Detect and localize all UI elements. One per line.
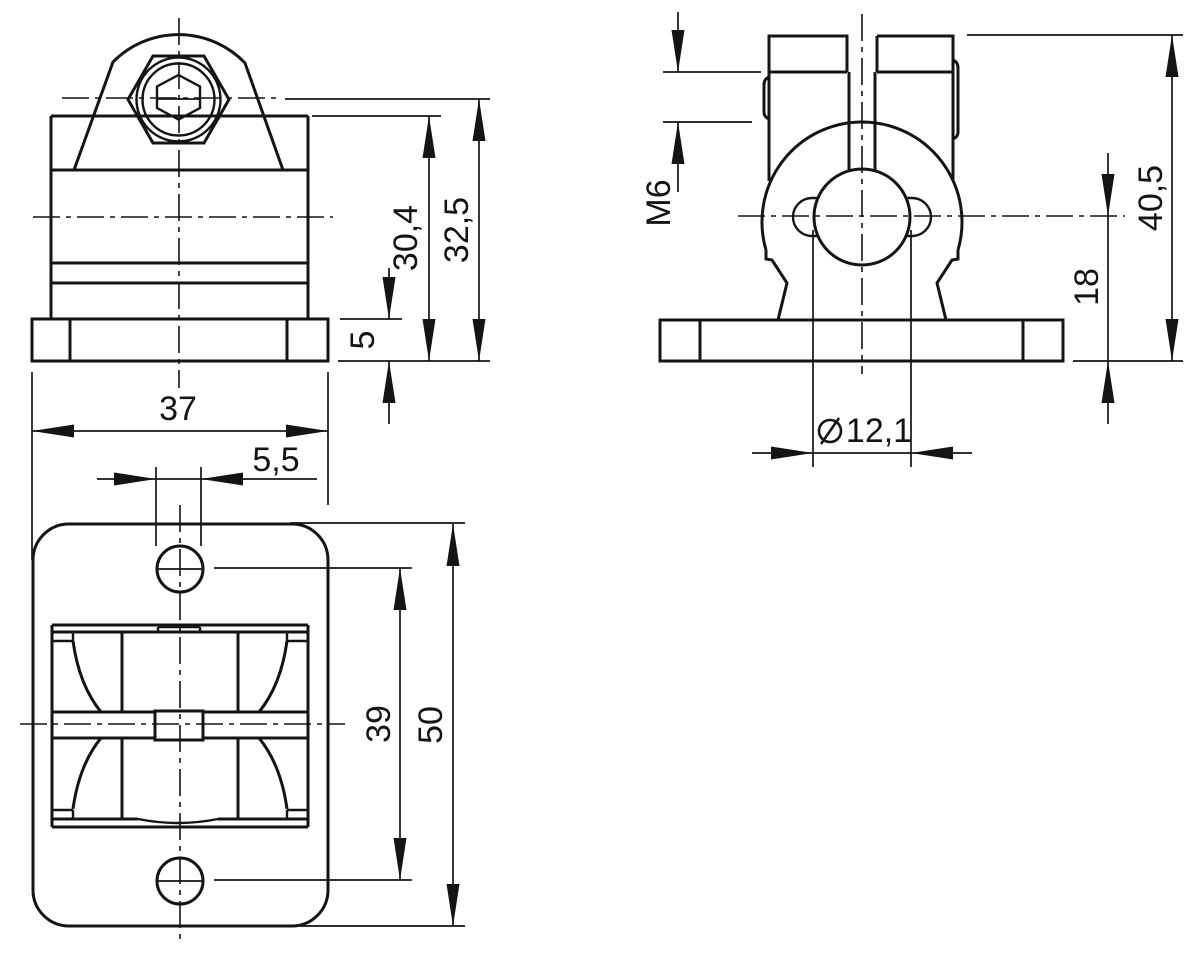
arrowhead-down: [446, 884, 460, 926]
diameter-symbol-slash: [819, 417, 841, 445]
front-base-outline: [30, 317, 330, 363]
dim-text-30-4: 30,4: [387, 205, 425, 271]
front-dome-outline: [72, 33, 285, 171]
dim-side-bore-center-height: 18: [1068, 153, 1115, 424]
bolt-head-outer-circle: [135, 56, 222, 143]
top-block-details: [52, 625, 308, 825]
side-legs: [764, 250, 960, 321]
arrowhead-left: [201, 472, 243, 486]
side-base-outline: [658, 318, 1065, 363]
extension-lines: [31, 372, 329, 560]
side-view: [658, 14, 1125, 374]
hex-nut-outline: [126, 54, 231, 145]
dim-front-inner-height: 30,4: [312, 115, 441, 361]
diameter-symbol: [817, 417, 843, 445]
dim-text-37: 37: [159, 390, 197, 428]
arrowhead-up: [472, 99, 486, 141]
dim-front-base-thickness: 5: [340, 268, 402, 424]
arrowhead-down: [422, 319, 436, 361]
dim-front-total-height: 32,5: [285, 98, 490, 362]
arrowhead-down: [671, 30, 685, 72]
arrowhead-up: [1101, 361, 1115, 403]
arrowhead-right: [286, 424, 328, 438]
top-center-screw-square: [153, 709, 205, 742]
extension-lines: [214, 567, 412, 881]
arrowhead-up: [422, 116, 436, 158]
top-mid-structure: [52, 632, 308, 819]
hole-crosshairs: [156, 568, 204, 882]
extension-lines: [663, 71, 761, 123]
arrowhead-up: [671, 122, 685, 164]
arrowhead-up: [1165, 35, 1179, 77]
dim-text-50: 50: [412, 706, 450, 744]
arrowhead-right: [114, 472, 156, 486]
side-boss-arc: [760, 120, 964, 251]
hex-socket-outline: [155, 73, 202, 121]
dim-top-hole-spacing: 39: [214, 567, 412, 881]
dim-top-slot-width: 5,5: [97, 441, 317, 546]
arrowhead-down: [1101, 174, 1115, 216]
front-view: [30, 18, 333, 388]
arrowhead-left: [32, 424, 74, 438]
arrowhead-up: [382, 361, 396, 403]
dim-front-width: 37: [31, 372, 329, 560]
top-saddle-arcs: [71, 640, 289, 810]
dim-text-40-5: 40,5: [1132, 165, 1170, 231]
arrowhead-down: [1165, 319, 1179, 361]
side-jaw-tabs: [762, 58, 960, 141]
arrowhead-down: [472, 319, 486, 361]
dim-text-39: 39: [360, 705, 398, 743]
dim-text-5: 5: [344, 331, 382, 350]
arrowhead-up: [446, 524, 460, 566]
top-clamp-block: [50, 623, 310, 829]
dim-side-total-height: 40,5: [967, 34, 1183, 362]
diameter-symbol-circle: [817, 418, 843, 444]
top-view: [20, 505, 345, 945]
extension-lines: [812, 230, 912, 467]
arrowhead-up: [393, 568, 407, 610]
dim-side-bore-diameter: 12,1: [752, 230, 972, 467]
dim-text-5-5: 5,5: [252, 441, 299, 479]
bore-side-bumps: [791, 196, 933, 238]
dim-side-thread: M6: [640, 12, 761, 227]
top-plate-outline: [31, 522, 330, 928]
extension-lines: [155, 467, 202, 546]
extension-lines: [290, 522, 465, 927]
arrowhead-down: [382, 277, 396, 319]
extension-lines: [967, 34, 1183, 362]
front-body-outline: [49, 114, 310, 319]
dim-text-m6: M6: [640, 179, 678, 226]
bore-circle: [812, 167, 912, 267]
dim-text-32-5: 32,5: [438, 197, 476, 263]
arrowhead-right: [771, 446, 813, 460]
side-clamp-jaws: [767, 34, 955, 181]
bolt-head-inner-circle: [141, 62, 216, 137]
dim-top-plate-length: 50: [290, 522, 465, 927]
arrowhead-left: [911, 446, 953, 460]
arrowhead-down: [393, 838, 407, 880]
dim-text-18: 18: [1068, 268, 1106, 306]
dim-text-12-1: 12,1: [846, 412, 912, 450]
